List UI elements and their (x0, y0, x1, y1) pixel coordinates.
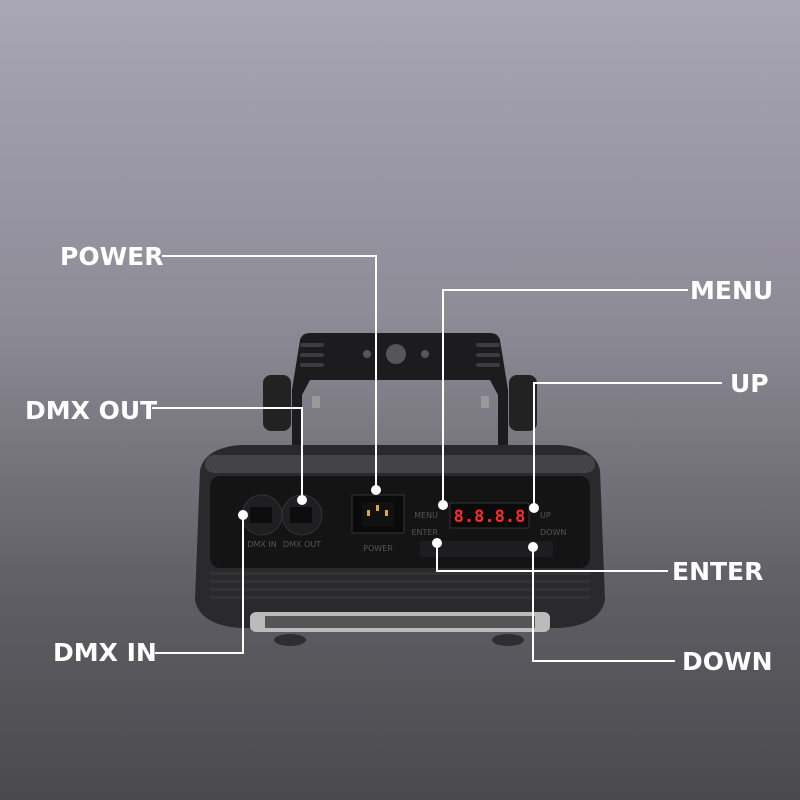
up-text: UP (540, 511, 551, 520)
up-label: UP (730, 369, 769, 398)
down-label: DOWN (682, 647, 773, 676)
enter-label: ENTER (672, 557, 763, 586)
callout-power: POWER (60, 242, 381, 495)
callout-menu: MENU (438, 276, 773, 510)
knob-right (481, 375, 537, 431)
callout-up: UP (529, 369, 769, 513)
callout-dmx-out: DMX OUT (25, 396, 307, 505)
dmx-out-port: DMX OUT (281, 494, 323, 549)
power-inlet: POWER (351, 494, 405, 553)
callout-down: DOWN (528, 542, 773, 676)
led-display-value: 8.8.8.8 (454, 507, 526, 527)
dmx-out-text: DMX OUT (283, 540, 321, 549)
dmx-in-label: DMX IN (53, 638, 157, 667)
down-text: DOWN (540, 528, 566, 537)
menu-label: MENU (690, 276, 773, 305)
dmx-out-label: DMX OUT (25, 396, 157, 425)
dmx-in-text: DMX IN (247, 540, 276, 549)
power-text: POWER (363, 544, 393, 553)
menu-text: MENU (414, 511, 438, 520)
callout-dmx-in: DMX IN (53, 510, 248, 667)
knob-left (263, 375, 320, 431)
mounting-bracket (292, 333, 508, 445)
cert-icons-strip (420, 541, 553, 557)
enter-text: ENTER (411, 528, 438, 537)
power-label: POWER (60, 242, 163, 271)
callout-enter: ENTER (432, 538, 763, 586)
led-display (449, 502, 530, 529)
control-panel: MENU ENTER 8.8.8.8 UP DOWN (411, 502, 566, 557)
dmx-in-port: DMX IN (241, 494, 283, 549)
